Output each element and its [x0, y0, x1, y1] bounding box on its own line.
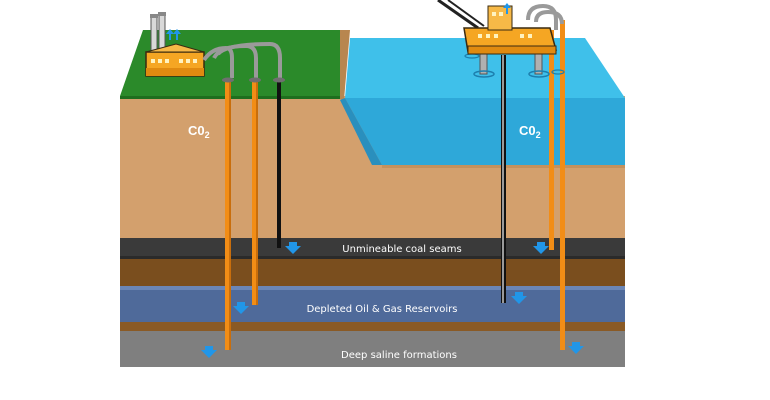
pipe-bend-offshore — [526, 3, 558, 30]
pipe-coal-onshore — [277, 80, 281, 248]
down-arrow-icon — [533, 242, 549, 254]
coal-seam-layer — [120, 238, 625, 258]
pipe-reservoir-offshore-light — [502, 55, 504, 303]
sea-shade — [340, 98, 382, 165]
down-arrow-icon — [511, 292, 527, 304]
injection-arrows — [201, 242, 584, 358]
rock-band-2 — [120, 322, 625, 331]
factory-icon — [145, 12, 205, 77]
sea-body — [345, 98, 625, 165]
pipe-bend-offshore-2 — [534, 9, 564, 25]
saline-formation-label: Deep saline formations — [341, 350, 457, 361]
co2-label-offshore: C02 — [519, 123, 541, 140]
reservoir-highlight — [120, 286, 625, 290]
onshore-pipe-bases — [222, 77, 285, 83]
down-arrow-icon — [233, 302, 249, 314]
pipe-reservoir-onshore — [252, 80, 258, 305]
oil-gas-reservoir-label: Depleted Oil & Gas Reservoirs — [307, 304, 458, 315]
ground-cross-section — [120, 30, 625, 367]
coal-seam-label: Unmineable coal seams — [342, 244, 461, 255]
down-arrow-icon — [568, 342, 584, 354]
offshore-injection-pipes — [501, 3, 565, 350]
rock-band-1 — [120, 259, 625, 286]
down-arrow-icon — [201, 346, 217, 358]
pipe-reservoir-onshore-shade — [256, 80, 258, 305]
co2-label-onshore: C02 — [188, 123, 210, 140]
saline-formation-layer — [120, 331, 625, 367]
onshore-injection-pipes — [225, 80, 281, 350]
onshore-manifold — [202, 41, 282, 78]
coast-cliff — [340, 30, 350, 100]
pipe-saline-offshore — [560, 20, 565, 350]
down-arrow-icon — [285, 242, 301, 254]
oil-gas-reservoir-layer — [120, 286, 625, 322]
pipe-saline-onshore-shade — [229, 80, 231, 350]
pipe-coal-offshore — [549, 30, 554, 250]
pipe-saline-onshore — [225, 80, 231, 350]
offshore-platform-icon — [437, 0, 565, 78]
coal-seam-bottom — [120, 256, 625, 259]
